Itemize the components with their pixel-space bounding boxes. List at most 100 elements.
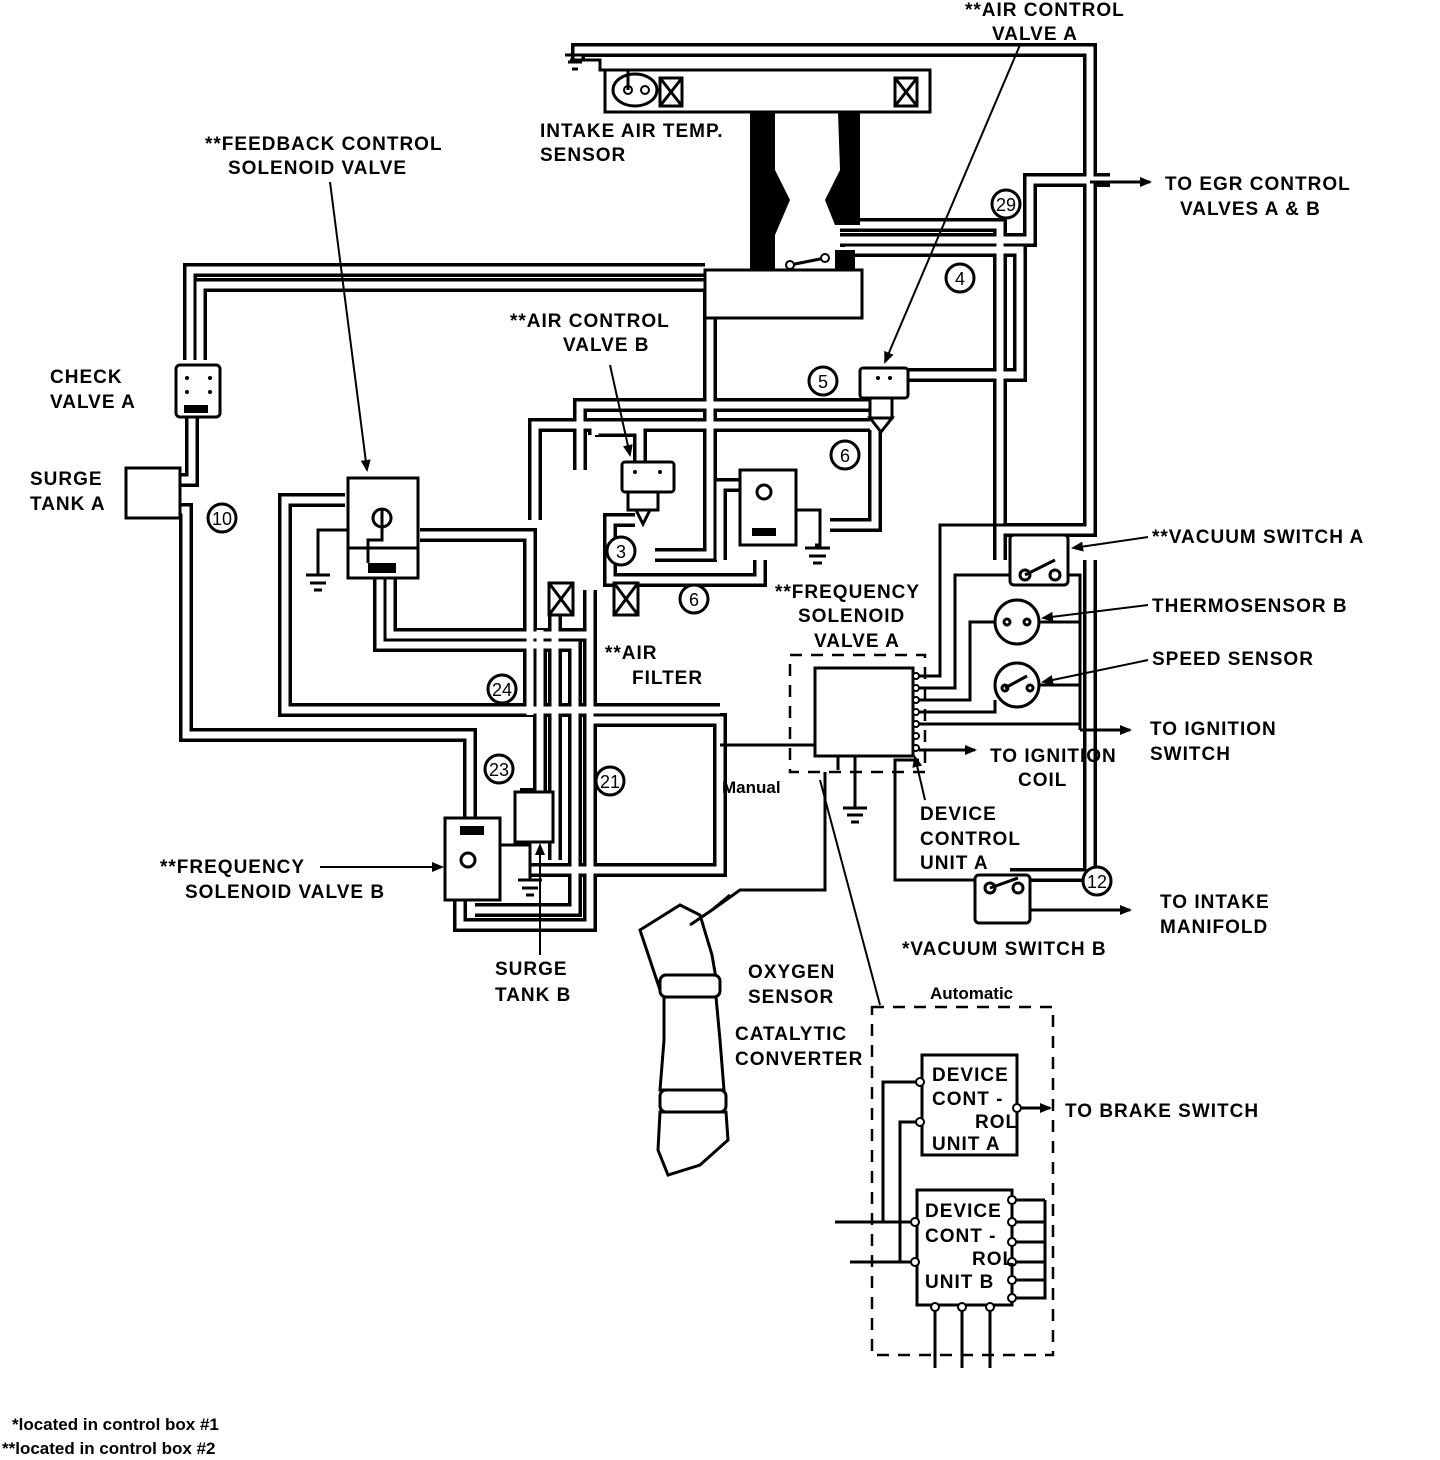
svg-text:21: 21 [600, 772, 620, 792]
label-feedback-1: **FEEDBACK CONTROL [205, 134, 443, 155]
label-to-intake-1: TO INTAKE [1160, 892, 1270, 913]
label-check-valve-1: CHECK [50, 367, 123, 388]
label-dcu-a-1: DEVICE [920, 804, 997, 825]
hose-10-outer-bore [186, 266, 705, 360]
hose-29-bore [840, 221, 1004, 545]
hose-num-10: 10 [206, 502, 238, 534]
dcu-b-automatic [915, 1188, 1014, 1307]
label-dcu-auto-b-2: CONT - [925, 1226, 996, 1247]
label-fsv-b-1: **FREQUENCY [160, 857, 305, 878]
label-dcu-auto-b-1: DEVICE [925, 1201, 1002, 1222]
label-dcu-auto-a-2: CONT - [932, 1089, 1003, 1110]
carburetor-intake [603, 68, 932, 320]
label-dcu-auto-a-1: DEVICE [932, 1065, 1009, 1086]
exhaust-pipe-oxygen-sensor [638, 893, 731, 1177]
air-control-valve-b [620, 460, 676, 528]
hose-b-bottom-bore [456, 590, 594, 929]
label-dcu-auto-a-4: UNIT A [932, 1134, 1001, 1155]
svg-text:3: 3 [616, 542, 626, 562]
label-fsv-a-1: **FREQUENCY [775, 582, 920, 603]
dcu-a-automatic [920, 1053, 1019, 1157]
label-air-control-valve-a-2: VALVE A [992, 24, 1078, 45]
check-valve-a [174, 363, 222, 419]
label-dcu-auto-b-3: ROL [972, 1249, 1015, 1270]
svg-text:4: 4 [955, 269, 965, 289]
label-acv-b-2: VALVE B [563, 335, 650, 356]
hose-3-bore [606, 516, 764, 584]
hose-ignition-line-bore [530, 716, 724, 874]
frequency-solenoid-valve-a [738, 468, 830, 565]
speed-sensor [993, 661, 1041, 709]
svg-text:10: 10 [212, 509, 232, 529]
label-surge-b-2: TANK B [495, 985, 571, 1006]
hose-egr-bore [840, 176, 1110, 244]
label-acv-b-1: **AIR CONTROL [510, 311, 670, 332]
svg-text:24: 24 [492, 680, 512, 700]
hose-num-12: 12 [1081, 865, 1113, 897]
svg-text:6: 6 [689, 590, 699, 610]
svg-text:5: 5 [818, 372, 828, 392]
label-air-filter-2: FILTER [632, 668, 703, 689]
label-surge-b-1: SURGE [495, 959, 568, 980]
label-to-ign-coil-1: TO IGNITION [990, 746, 1117, 767]
svg-text:6: 6 [840, 446, 850, 466]
label-leaders [320, 44, 1152, 955]
label-speed-sensor: SPEED SENSOR [1152, 649, 1314, 670]
label-oxygen-1: OXYGEN [748, 962, 835, 983]
label-to-intake-2: MANIFOLD [1160, 917, 1268, 938]
label-dcu-auto-b-4: UNIT B [925, 1272, 994, 1293]
label-check-valve-2: VALVE A [50, 392, 136, 413]
frequency-solenoid-valve-b [443, 816, 542, 902]
hose-num-3: 3 [605, 535, 637, 567]
label-feedback-2: SOLENOID VALVE [228, 158, 407, 179]
label-air-control-valve-a-1: **AIR CONTROL [965, 0, 1125, 21]
svg-text:12: 12 [1087, 872, 1107, 892]
hose-6-mid-bore [716, 481, 745, 560]
hose-24-bore [376, 560, 579, 914]
vacuum-hoses-inner [180, 46, 1110, 929]
air-filters [547, 581, 640, 617]
label-automatic: Automatic [930, 984, 1013, 1003]
hose-surge-down-bore [180, 506, 474, 820]
footnote-1: *located in control box #1 [12, 1415, 219, 1434]
svg-text:23: 23 [489, 760, 509, 780]
hose-5-bore [576, 401, 875, 470]
hose-num-21: 21 [594, 765, 626, 797]
label-vacuum-switch-b: *VACUUM SWITCH B [902, 939, 1107, 960]
surge-tank-b [513, 790, 555, 844]
label-to-ign-switch-1: TO IGNITION [1150, 719, 1277, 740]
footnote-2: **located in control box #2 [2, 1439, 216, 1458]
label-surge-a-2: TANK A [30, 494, 106, 515]
label-surge-a-1: SURGE [30, 469, 103, 490]
hose-number-callouts: 29 4 5 6 6 3 10 24 23 21 12 [206, 188, 1113, 897]
label-manual: Manual [722, 778, 781, 797]
hose-num-6a: 6 [829, 439, 861, 471]
automatic-control-box [819, 779, 1055, 1368]
label-catalytic-1: CATALYTIC [735, 1024, 847, 1045]
hose-num-6b: 6 [678, 583, 710, 615]
hose-num-23: 23 [483, 753, 515, 785]
intake-air-temp-sensor [565, 53, 659, 108]
label-fsv-a-2: SOLENOID [798, 606, 905, 627]
vacuum-switch-a [1008, 533, 1070, 587]
hose-6-right-bore [830, 430, 879, 529]
label-dcu-a-3: UNIT A [920, 853, 989, 874]
label-dcu-auto-a-3: ROL [975, 1112, 1018, 1133]
hose-num-24: 24 [486, 673, 518, 705]
hose-acv-b [588, 423, 647, 465]
label-fsv-a-3: VALVE A [814, 631, 900, 652]
label-oxygen-2: SENSOR [748, 987, 834, 1008]
label-to-ign-coil-2: COIL [1018, 770, 1067, 791]
label-fsv-b-2: SOLENOID VALVE B [185, 882, 385, 903]
label-intake-air-temp-2: SENSOR [540, 145, 626, 166]
text-labels: **AIR CONTROL VALVE A INTAKE AIR TEMP. S… [30, 0, 1363, 1293]
thermosensor-b [993, 598, 1041, 646]
label-to-brake-switch: TO BRAKE SWITCH [1065, 1101, 1259, 1122]
label-to-egr-1: TO EGR CONTROL [1165, 174, 1351, 195]
hose-num-4: 4 [944, 262, 976, 294]
feedback-control-solenoid-valve [306, 476, 420, 592]
device-control-unit-a [788, 653, 927, 824]
hose-num-5: 5 [807, 365, 839, 397]
hose-surge-down [179, 503, 477, 820]
